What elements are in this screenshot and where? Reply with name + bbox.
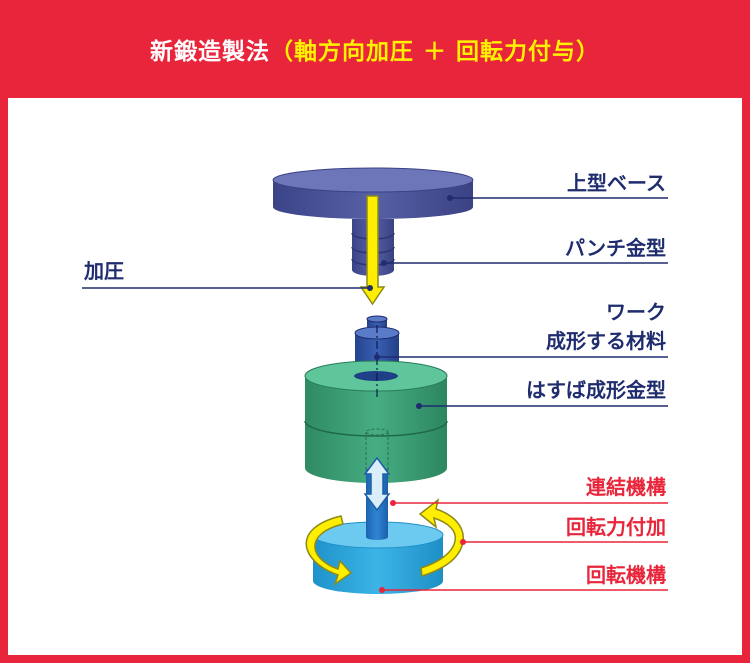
label-press: 加圧: [84, 259, 124, 283]
rotation-arrow-left-icon: [305, 515, 353, 586]
helical-forming-die: [304, 360, 448, 483]
label-connecting-mechanism: 連結機構: [586, 475, 666, 499]
label-work: ワーク: [606, 300, 666, 324]
title-main: 新鍛造製法: [149, 39, 270, 65]
label-forming-material: 成形する材料: [546, 329, 666, 353]
leader-lines: [82, 195, 668, 593]
label-punch-die: パンチ金型: [565, 236, 666, 260]
title-bar: 新鍛造製法（軸方向加圧 ＋ 回転力付与）: [0, 0, 750, 98]
double-arrow-icon: [363, 456, 391, 512]
label-rotary-mechanism: 回転機構: [586, 563, 666, 587]
press-arrow-icon: [359, 195, 386, 306]
rotation-arrow-right-icon: [418, 498, 464, 577]
label-upper-die-base: 上型ベース: [567, 171, 666, 195]
label-rotational-force: 回転力付加: [566, 515, 666, 539]
label-helical-forming-die: はすば成形金型: [526, 378, 666, 402]
title-sub: （軸方向加圧 ＋ 回転力付与）: [269, 39, 600, 65]
